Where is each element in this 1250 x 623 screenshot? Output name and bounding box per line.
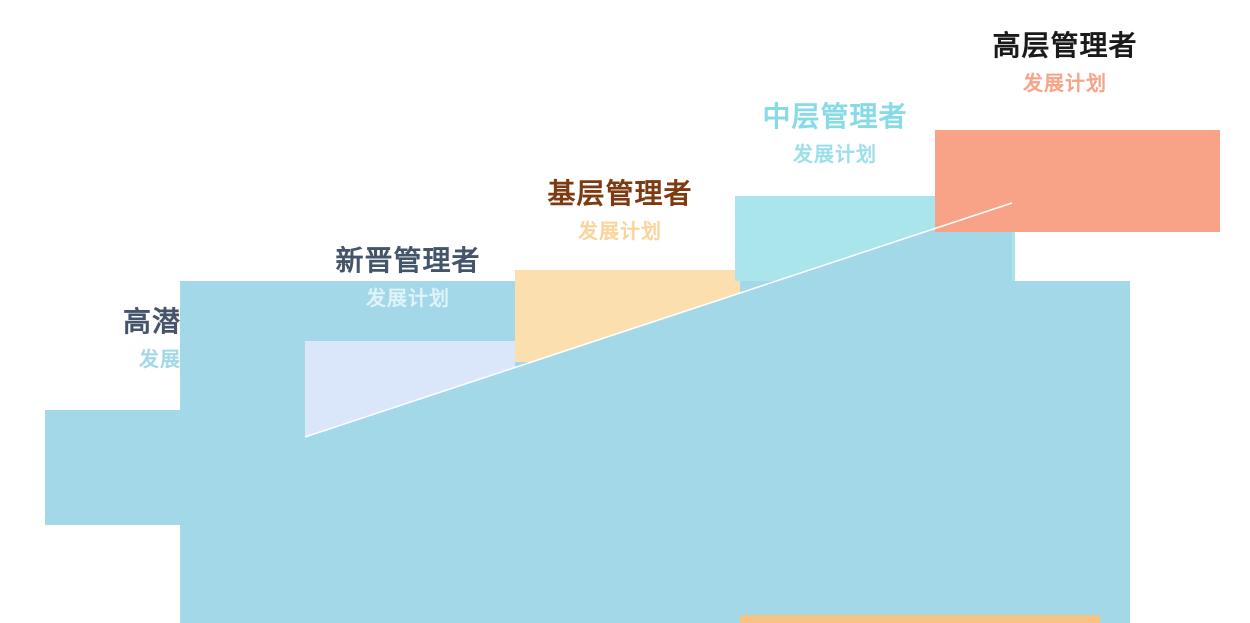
- label-senior-manager: 高层管理者 发展计划: [965, 30, 1165, 96]
- growth-ramp: [305, 203, 1012, 623]
- step-title: 基层管理者: [547, 178, 693, 209]
- label-frontline-manager: 基层管理者 发展计划: [520, 178, 720, 244]
- bottom-accent-strip: [740, 615, 1100, 623]
- step-subtitle: 发展计划: [366, 288, 450, 310]
- senior-manager-step-block: [935, 130, 1220, 232]
- ramp-edge-line: [304, 202, 1013, 438]
- label-new-manager: 新晋管理者 发展计划: [308, 245, 508, 311]
- step-subtitle: 发展计划: [793, 144, 877, 166]
- step-subtitle: 发展计划: [578, 221, 662, 243]
- step-title: 新晋管理者: [335, 245, 481, 276]
- step-subtitle: 发展计划: [1023, 73, 1107, 95]
- step-title: 中层管理者: [762, 101, 908, 132]
- high-potential-step-block: [45, 410, 185, 525]
- step-title: 高层管理者: [992, 30, 1138, 61]
- label-middle-manager: 中层管理者 发展计划: [735, 101, 935, 167]
